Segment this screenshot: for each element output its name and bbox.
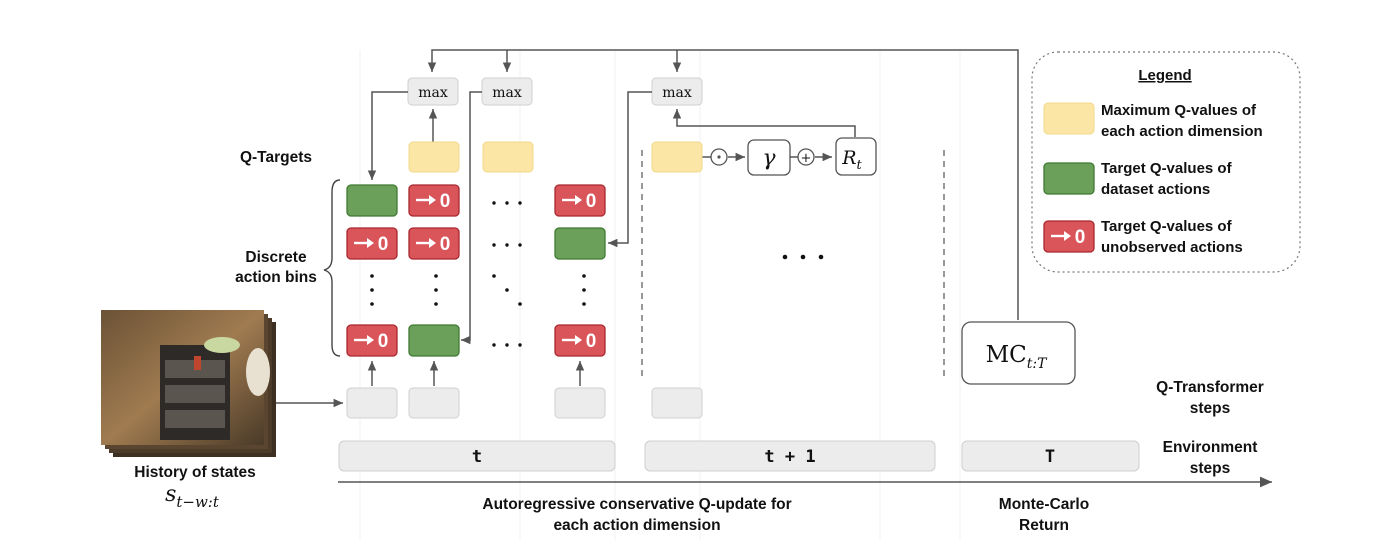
legend-red-line2: unobserved actions [1101, 239, 1243, 256]
svg-text:0: 0 [378, 234, 389, 255]
history-math-label: st−w:t [165, 482, 220, 511]
discrete-bins-label-2: action bins [235, 269, 317, 286]
step-bar-t [338, 440, 616, 472]
step-bar-t-label: t [472, 447, 482, 467]
red-cell-a: 0 [408, 184, 460, 217]
red-cell-d: 0 [408, 227, 460, 260]
reward-box [835, 137, 877, 176]
svg-text:0: 0 [1075, 227, 1086, 248]
gamma-label: γ [762, 146, 776, 171]
input-token-3 [554, 387, 606, 419]
max-box-1-label: max [418, 85, 448, 101]
green-dataset-q-2 [408, 324, 460, 357]
legend-swatch-green [1043, 162, 1095, 195]
red-cell-c: 0 [346, 227, 398, 260]
step-bar-T [961, 440, 1140, 472]
input-token-4 [651, 387, 703, 419]
red-cell-e: 0 [346, 324, 398, 357]
legend-title: Legend [1138, 67, 1191, 84]
green-dataset-q-3 [554, 227, 606, 260]
yellow-max-q-2 [482, 141, 534, 173]
step-bar-t-plus-1 [644, 440, 936, 472]
monte-carlo-return-label-2: Return [1019, 517, 1069, 534]
monte-carlo-label: MCt:T [986, 342, 1048, 372]
svg-text:0: 0 [586, 331, 597, 352]
legend-yellow-line2: each action dimension [1101, 123, 1263, 140]
yellow-max-q-3 [651, 141, 703, 173]
reward-label: Rt [841, 147, 862, 173]
environment-label-2: steps [1190, 460, 1231, 477]
environment-label-1: Environment [1163, 439, 1258, 456]
legend-box [1031, 51, 1301, 273]
step-bar-T-label: T [1045, 447, 1055, 467]
legend-swatch-yellow [1043, 102, 1095, 135]
step-bar-t-plus-1-label: t + 1 [764, 447, 815, 467]
autoregressive-label-2: each action dimension [553, 517, 720, 534]
yellow-max-q-1 [408, 141, 460, 173]
monte-carlo-box [961, 321, 1076, 385]
max-box-2-label: max [492, 85, 522, 101]
oplus-symbol: + [801, 151, 812, 166]
max-box-1: max [407, 77, 459, 106]
history-label: History of states [134, 464, 255, 481]
monte-carlo-return-label-1: Monte-Carlo [999, 496, 1089, 513]
max-box-2: max [481, 77, 533, 106]
svg-text:0: 0 [586, 191, 597, 212]
input-token-1 [346, 387, 398, 419]
q-transformer-label-1: Q-Transformer [1156, 379, 1264, 396]
q-transformer-label-2: steps [1190, 400, 1231, 417]
legend-green-line1: Target Q-values of [1101, 160, 1233, 177]
bins-brace [323, 179, 341, 357]
gamma-box [747, 139, 791, 176]
red-cell-b: 0 [554, 184, 606, 217]
autoregressive-label-1: Autoregressive conservative Q-update for [482, 496, 791, 513]
legend-yellow-line1: Maximum Q-values of [1101, 102, 1257, 119]
max-box-3: max [651, 77, 703, 106]
svg-text:0: 0 [440, 234, 451, 255]
legend-swatch-red: 0 [1043, 220, 1095, 253]
green-dataset-q-1 [346, 184, 398, 217]
svg-text:0: 0 [378, 331, 389, 352]
legend-red-line1: Target Q-values of [1101, 218, 1233, 235]
ellipsis-dots [370, 201, 824, 347]
red-cell-f: 0 [554, 324, 606, 357]
legend-green-line2: dataset actions [1101, 181, 1210, 198]
max-box-3-label: max [662, 85, 692, 101]
svg-text:0: 0 [440, 191, 451, 212]
history-image-stack [101, 310, 276, 457]
discrete-bins-label-1: Discrete [245, 249, 307, 266]
input-token-2 [408, 387, 460, 419]
q-targets-label: Q-Targets [240, 149, 312, 166]
